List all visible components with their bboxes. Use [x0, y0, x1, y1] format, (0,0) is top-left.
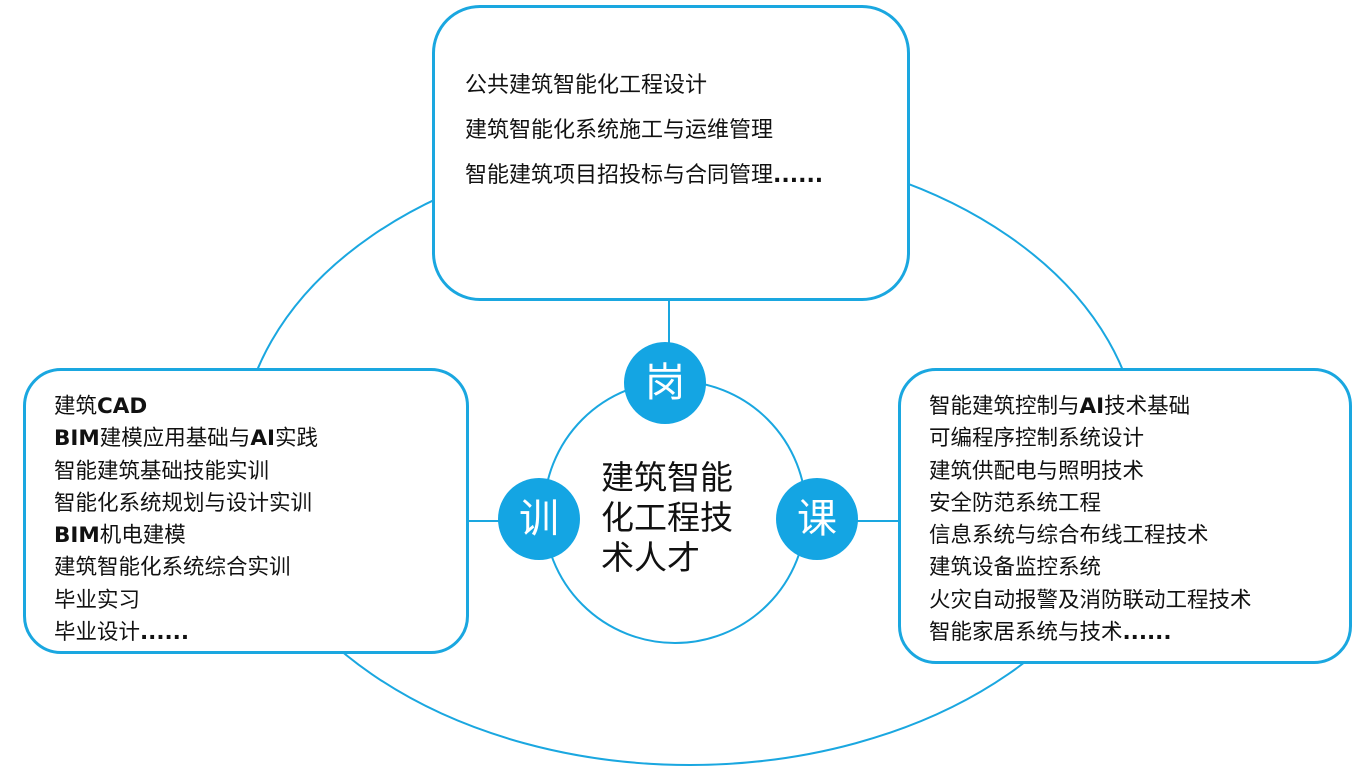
course-item: 建筑供配电与照明技术 [929, 458, 1145, 484]
center-circle [543, 380, 807, 644]
training-item: BIM建模应用基础与AI实践 [54, 426, 318, 452]
course-item: 安全防范系统工程 [929, 490, 1102, 516]
training-item: BIM机电建模 [54, 523, 186, 549]
post-box: 公共建筑智能化工程设计 建筑智能化系统施工与运维管理 智能建筑项目招投标与合同管… [432, 5, 910, 301]
training-box: 建筑CAD BIM建模应用基础与AI实践 智能建筑基础技能实训 智能化系统规划与… [23, 368, 469, 654]
post-item: 建筑智能化系统施工与运维管理 [465, 118, 774, 143]
course-item: 智能家居系统与技术...... [929, 620, 1172, 646]
course-badge: 课 [776, 478, 858, 560]
course-item: 可编程序控制系统设计 [929, 426, 1145, 452]
post-item: 智能建筑项目招投标与合同管理...... [465, 163, 824, 188]
training-item: 建筑智能化系统综合实训 [54, 555, 291, 581]
center-title: 建筑智能 化工程技 术人才 [601, 458, 733, 577]
course-item: 信息系统与综合布线工程技术 [929, 523, 1209, 549]
training-item: 智能化系统规划与设计实训 [54, 490, 313, 516]
course-item: 智能建筑控制与AI技术基础 [929, 394, 1191, 419]
training-item: 建筑CAD [54, 394, 148, 419]
post-item: 公共建筑智能化工程设计 [465, 73, 708, 98]
course-item: 建筑设备监控系统 [929, 555, 1102, 581]
training-item: 毕业设计...... [54, 620, 190, 646]
training-item: 智能建筑基础技能实训 [54, 458, 270, 484]
training-badge: 训 [498, 478, 580, 560]
training-item: 毕业实习 [54, 587, 141, 613]
course-box: 智能建筑控制与AI技术基础 可编程序控制系统设计 建筑供配电与照明技术 安全防范… [898, 368, 1352, 664]
post-badge: 岗 [624, 342, 706, 424]
course-item: 火灾自动报警及消防联动工程技术 [929, 587, 1252, 613]
